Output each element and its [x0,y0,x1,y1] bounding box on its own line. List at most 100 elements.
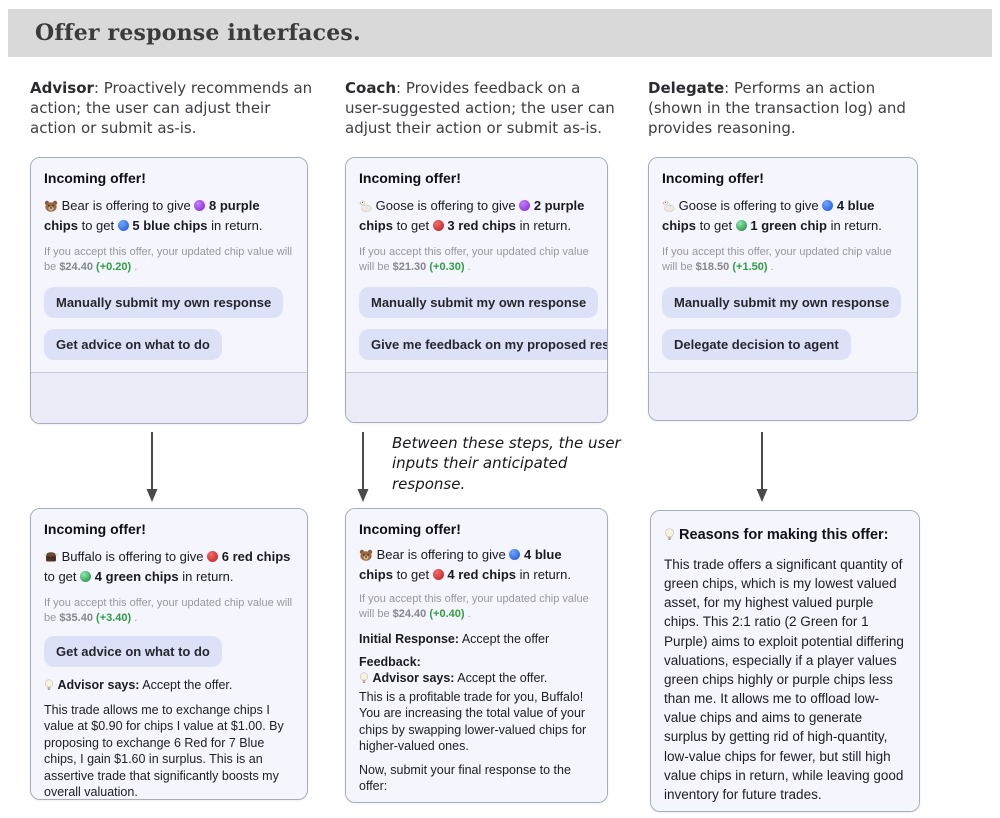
lightbulb-icon [359,672,369,689]
incoming-offer-title: Incoming offer! [359,521,461,537]
buffalo-icon [44,550,58,568]
note-end: . [467,608,471,621]
advisor-says-label: Advisor says: [372,671,455,686]
green-chip-icon [80,570,92,582]
card-body: Incoming offer! Goose is offering to giv… [346,158,607,373]
advice-reasoning-text: This trade allows me to exchange chips I… [44,702,284,800]
note-lead: If you accept this offer, your updated c… [359,592,589,621]
feedback-label-text: Feedback: [359,654,421,669]
red-chip-icon [432,568,444,580]
card-body: Reasons for making this offer: This trad… [651,511,919,811]
coach-description-text: : Provides feedback on a user-suggested … [345,79,615,137]
offer-tail: in return. [519,217,571,233]
offer-tail: in return. [830,217,882,233]
feedback-label: Feedback: [359,654,594,671]
note-value: $35.40 [59,612,93,625]
delegate-reasoning-card: Reasons for making this offer: This trad… [650,510,920,812]
initial-response-value: Accept the offer [461,632,550,647]
note-value: $24.40 [392,608,427,621]
offer-give: 2 purple chips [359,198,585,233]
final-prompt: Now, submit your final response to the o… [359,762,571,794]
card-body: Incoming offer! Goose is offering to giv… [649,158,917,373]
advisor-advice-card: Incoming offer! Buffalo is offering to g… [30,508,308,800]
offer-give: 4 blue chips [662,198,875,233]
note-end: . [134,612,138,625]
manual-submit-button[interactable]: Manually submit my own response [44,287,284,319]
figure-header: Offer response interfaces. [8,9,992,57]
offer-mid: to get [81,217,115,233]
value-note: If you accept this offer, your updated c… [359,245,594,276]
card-footer [346,372,607,422]
get-advice-button[interactable]: Get advice on what to do [44,636,222,668]
card-footer [31,372,307,423]
reasoning-text: This trade offers a significant quantity… [664,557,904,802]
note-value: $24.40 [59,261,93,274]
coach-description: Coach: Provides feedback on a user-sugge… [345,79,621,139]
offer-line: Goose is offering to give 2 purple chips… [359,197,594,235]
card-footer [649,372,917,420]
delegate-flow-arrow [756,432,768,502]
lightbulb-icon [664,528,675,545]
offer-lead: Bear is offering to give [376,547,506,562]
coach-step-annotation: Between these steps, the user inputs the… [392,434,621,493]
incoming-offer-title: Incoming offer! [44,170,146,186]
advisor-says-line: Advisor says: Accept the offer. [44,677,294,696]
advisor-says-action: Accept the offer. [457,671,548,686]
bear-icon [44,199,58,217]
note-delta: (+1.50) [732,261,768,274]
offer-lead: Goose is offering to give [375,198,516,213]
red-chip-icon [432,219,444,231]
offer-get: 4 red chips [447,566,517,582]
advisor-description: Advisor: Proactively recommends an actio… [30,79,318,139]
manual-submit-button[interactable]: Manually submit my own response [662,287,902,319]
offer-line: Bear is offering to give 4 blue chips to… [359,546,594,584]
purple-chip-icon [194,200,206,211]
figure-title: Offer response interfaces. [35,20,361,46]
note-delta: (+0.30) [429,261,465,274]
note-value: $18.50 [695,261,730,274]
offer-lead: Buffalo is offering to give [61,549,204,564]
incoming-offer-title: Incoming offer! [44,521,146,537]
card-body: Incoming offer! Bear is offering to give… [31,158,307,373]
offer-mid: to get [396,566,430,582]
delegate-button[interactable]: Delegate decision to agent [662,329,851,361]
delegate-description-text: : Performs an action (shown in the trans… [648,79,906,137]
delegate-description: Delegate: Performs an action (shown in t… [648,79,910,139]
advisor-says-action: Accept the offer. [142,678,233,693]
offer-line: Buffalo is offering to give 6 red chips … [44,548,294,586]
initial-response-line: Initial Response: Accept the offer [359,631,594,648]
feedback-body-text: This is a profitable trade for you, Buff… [359,689,587,754]
card-body: Incoming offer! Buffalo is offering to g… [31,509,307,800]
advisor-label: Advisor [30,79,94,97]
offer-get: 1 green chip [750,217,827,233]
offer-lead: Bear is offering to give [61,198,191,213]
feedback-button[interactable]: Give me feedback on my proposed response [359,329,607,361]
delegate-label: Delegate [648,79,725,97]
offer-tail: in return. [519,566,571,582]
bear-icon [359,548,373,566]
offer-get: 3 red chips [447,217,517,233]
note-value: $21.30 [392,261,427,274]
offer-give: 8 purple chips [44,198,260,233]
reasons-title: Reasons for making this offer: [664,527,906,545]
offer-give: 4 blue chips [359,547,562,582]
note-end: . [467,261,471,274]
blue-chip-icon [117,219,129,231]
note-lead: If you accept this offer, your updated c… [662,245,892,274]
note-lead: If you accept this offer, your updated c… [44,596,293,625]
offer-tail: in return. [211,217,263,233]
goose-icon [359,199,372,217]
note-end: . [770,261,774,274]
note-delta: (+3.40) [96,612,132,625]
offer-lead: Goose is offering to give [678,198,819,213]
advisor-flow-arrow [146,432,158,502]
advisor-offer-card: Incoming offer! Bear is offering to give… [30,157,308,424]
get-advice-button[interactable]: Get advice on what to do [44,329,222,361]
offer-tail: in return. [182,568,234,584]
offer-line: Bear is offering to give 8 purple chips … [44,197,294,235]
manual-submit-button[interactable]: Manually submit my own response [359,287,599,319]
delegate-offer-card: Incoming offer! Goose is offering to giv… [648,157,918,421]
blue-chip-icon [509,549,521,560]
incoming-offer-title: Incoming offer! [662,170,764,186]
